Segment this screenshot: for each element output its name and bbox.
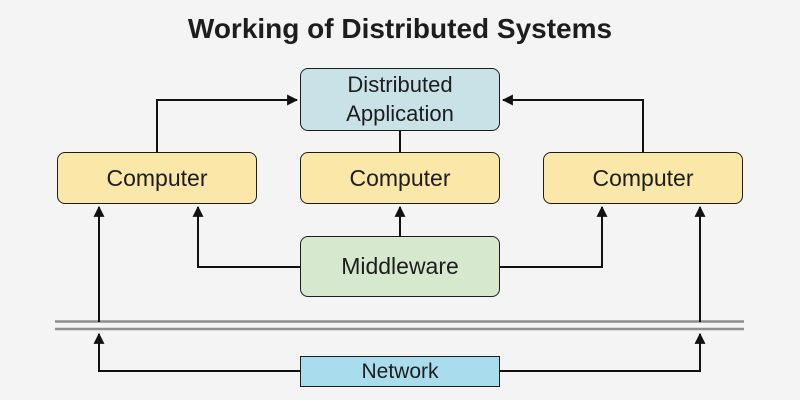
- node-computer-left: Computer: [57, 152, 257, 204]
- node-computer-left-label: Computer: [106, 164, 208, 191]
- node-computer-middle: Computer: [300, 152, 500, 204]
- edge-computer-left-to-application: [156, 94, 299, 152]
- edge-network-to-bus-left: [93, 332, 300, 372]
- node-distributed-application-label-line1: Distributed: [347, 72, 453, 98]
- edge-middleware-to-computer-left: [192, 205, 300, 268]
- edge-computer-right-to-application: [501, 94, 644, 152]
- node-computer-right: Computer: [543, 152, 743, 204]
- node-distributed-application: Distributed Application: [300, 68, 500, 131]
- node-middleware: Middleware: [300, 236, 500, 297]
- node-distributed-application-label-line2: Application: [346, 100, 454, 126]
- node-network-label: Network: [361, 359, 439, 383]
- edge-network-to-bus-right: [500, 332, 706, 372]
- diagram-title: Working of Distributed Systems: [187, 13, 613, 44]
- edge-middleware-to-computer-right: [500, 205, 608, 268]
- node-computer-middle-label: Computer: [349, 164, 451, 191]
- node-computer-right-label: Computer: [592, 164, 694, 191]
- node-middleware-label: Middleware: [341, 253, 459, 279]
- node-network: Network: [300, 356, 500, 387]
